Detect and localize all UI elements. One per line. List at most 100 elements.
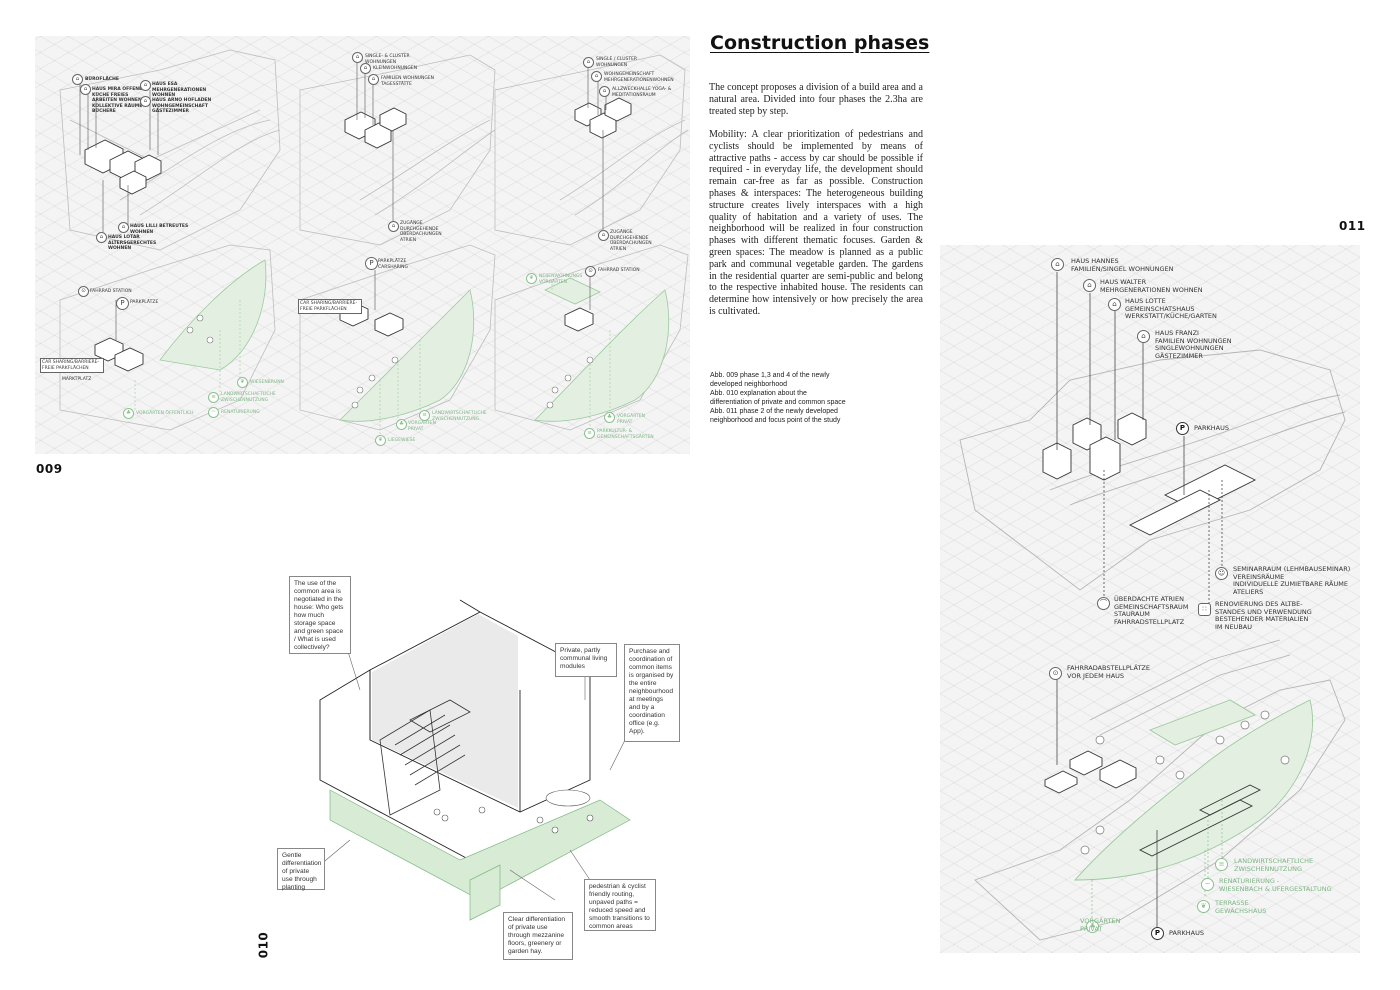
label-haus-hannes: Haus Hannes Familien/Singel Wohnungen: [1071, 257, 1174, 273]
leaf-icon: ❦: [526, 273, 537, 284]
tree-icon: ♣: [604, 412, 615, 423]
label-haus-arno: Haus Arno Hofladen Wohngemeinschaft Gäst…: [152, 98, 212, 114]
parking-icon: P: [365, 257, 378, 270]
label-parkplaetze-p1: Parkplätze: [130, 300, 159, 305]
label-fahrrad-station-p4: Fahrrad Station: [598, 268, 640, 273]
tree-icon: ♣: [396, 419, 407, 430]
label-wohngemeinschaft: Wohngemeinschaft Mehrgenerationenwohnen: [604, 72, 674, 83]
parking-icon: P: [1151, 927, 1164, 940]
person-icon: ☺: [1215, 567, 1228, 580]
label-parkkultur: Parkkultur- & Gemeinschaftsgärten: [597, 429, 654, 440]
field-icon: ≡: [584, 428, 595, 439]
page-number-009: 009: [36, 462, 63, 476]
wave-icon: ~: [208, 407, 219, 418]
label-haus-mira: Haus Mira offene Küche freies Arbeiten W…: [92, 87, 143, 114]
bike-icon: ⊙: [585, 266, 596, 277]
figure-009-site-drawings: [59, 49, 689, 440]
tree-icon: ♣: [1086, 920, 1099, 933]
label-renaturierung: Renaturierung - Wiesenbach & Ufergestalt…: [1219, 877, 1332, 893]
label-vorgaerten-p1: Vorgärten öffentlich: [136, 411, 194, 416]
house-icon: ⌂: [360, 63, 371, 74]
house-icon: ⌂: [96, 232, 107, 243]
label-parkhaus-bottom: Parkhaus: [1169, 929, 1204, 937]
label-kleinwohnungen: Kleinwohnungen: [373, 66, 418, 71]
label-fahrrad-station-p1: Fahrrad Station: [90, 289, 132, 294]
note-gentle-differentiation: Gentle differentiation of private use th…: [277, 848, 325, 891]
house-icon: ⌂: [599, 86, 610, 97]
house-icon: ⌂: [80, 84, 91, 95]
label-wiesenbrunn: Wiesenbrunn: [250, 380, 284, 385]
label-haus-franzi: Haus Franzi Familien Wohnungen Singlewoh…: [1155, 329, 1232, 360]
label-car-sharing-p3: Car Sharing/Barriere-freie Parkflächen: [298, 299, 362, 314]
concept-paragraph: Mobility: A clear prioritization of pede…: [709, 129, 923, 317]
label-vorgaerten-privat-p4: Vorgärten privat: [617, 414, 645, 425]
label-terrasse: Terrasse Gewächshaus: [1215, 899, 1267, 915]
label-haus-lotar: Haus Lotar altersgerechtes Wohnen: [108, 235, 157, 251]
label-parkhaus-top: Parkhaus: [1194, 424, 1229, 432]
label-bueroflaeche: Bürofläche: [85, 77, 119, 82]
roof-icon: ⌂: [388, 221, 399, 232]
intro-paragraph: The concept proposes a division of a bui…: [709, 82, 923, 117]
label-vorgaerten-privat-p3: Vorgärten privat: [408, 421, 436, 432]
label-marktplatz: Marktplatz: [62, 377, 92, 382]
label-landwirtschaft-p3: Landwirtschaftliche Zwischennutzung: [432, 411, 487, 422]
label-seminarraum: Seminarraum (Lehmbauseminar) Vereinsräum…: [1233, 565, 1351, 596]
leaf-icon: ❦: [237, 377, 248, 388]
label-familien-wohnungen: Familien Wohnungen Tagesstätte: [381, 76, 435, 87]
house-icon: ⌂: [591, 71, 602, 82]
label-renovierung: Renovierung des Altbe- standes und Verwe…: [1215, 600, 1312, 631]
roof-icon: ⌂: [598, 230, 609, 241]
dotted-square-icon: ∷: [1198, 603, 1211, 616]
house-icon: ⌂: [72, 74, 83, 85]
label-renaturierung-p1: Renaturierung: [221, 410, 260, 415]
house-icon: ⌂: [140, 80, 151, 91]
label-liegewiese: Liegewiese: [388, 438, 416, 443]
page-number-011: 011: [1339, 219, 1366, 233]
label-zugaenge-p4: Zugänge durchgehende überdachungen Atrie…: [610, 230, 652, 252]
tree-icon: ♣: [123, 408, 134, 419]
label-landwirtschaft-p1: Landwirtschaftliche Zwischennutzung: [221, 392, 276, 403]
label-car-sharing-p1: Car Sharing/Barriere-freie Parkflächen: [40, 358, 104, 373]
house-icon: ⌂: [1137, 330, 1150, 343]
field-icon: ≡: [208, 392, 219, 403]
caption-009: Abb. 009 phase 1,3 and 4 of the newly de…: [710, 372, 830, 388]
house-icon: ⌂: [583, 57, 594, 68]
parking-icon: P: [116, 297, 129, 310]
label-single-cluster: Single- & Cluster Wohnungen: [365, 54, 410, 65]
page-title: Construction phases: [710, 32, 930, 54]
note-private-modules: Private, partly communal living modules: [555, 643, 617, 677]
label-single-cluster-p4: Single / Cluster Wohnungen: [596, 57, 638, 68]
label-fahrradabstellplaetze: Fahrradabstellplätze vor jedem Haus: [1067, 664, 1150, 680]
label-parkplaetze-carsharing: Parkplätze Carsharing: [378, 259, 408, 270]
field-icon: ≡: [1215, 858, 1228, 871]
bike-icon: ⊙: [78, 286, 89, 297]
caption-010: Abb. 010 explanation about the different…: [710, 390, 846, 406]
house-icon: ⌂: [1051, 258, 1064, 271]
label-nebenwohnungs-vorgaerten: Nebenwohnungs Vorgärten: [539, 274, 583, 285]
note-common-area: The use of the common area is negotiated…: [289, 576, 351, 654]
figure-caption: Abb. 009 phase 1,3 and 4 of the newly de…: [710, 371, 850, 425]
figure-011-panel: [940, 245, 1360, 953]
bike-icon: ⊙: [1049, 667, 1062, 680]
label-haus-walter: Haus Walter Mehrgenerationen Wohnen: [1100, 278, 1203, 294]
house-icon: ⌂: [368, 74, 379, 85]
roof-icon: ⌒: [1097, 597, 1110, 610]
caption-011: Abb. 011 phase 2 of the newly developed …: [710, 408, 841, 424]
house-icon: ⌂: [118, 222, 129, 233]
house-icon: ⌂: [1108, 298, 1121, 311]
label-haus-lotte: Haus Lotte Gemeinschatshaus Werkstatt/Kü…: [1125, 297, 1217, 320]
label-haus-lilli: Haus Lilli betreutes Wohnen: [130, 224, 189, 235]
wave-icon: ~: [1201, 878, 1214, 891]
house-icon: ⌂: [140, 96, 151, 107]
note-purchase-coordination: Purchase and coordination of common item…: [624, 644, 680, 742]
label-zugaenge-p3: Zugänge durchgehende überdachungen Atrie…: [400, 221, 442, 243]
label-vorgaerten-privat: Vorgärten privat: [1080, 917, 1121, 933]
leaf-icon: ❦: [375, 435, 386, 446]
house-icon: ⌂: [1083, 279, 1096, 292]
house-icon: ⌂: [352, 52, 363, 63]
label-landwirtschaftliche: Landwirtschaftliche Zwischennutzung: [1234, 857, 1314, 873]
leaf-icon: ❦: [1197, 900, 1210, 913]
label-haus-esa: Haus Esa Mehrgenerationen Wohnen: [152, 82, 207, 98]
label-allzweckhalle: Allzweckhalle Yoga- & Meditationsraum: [612, 87, 672, 98]
